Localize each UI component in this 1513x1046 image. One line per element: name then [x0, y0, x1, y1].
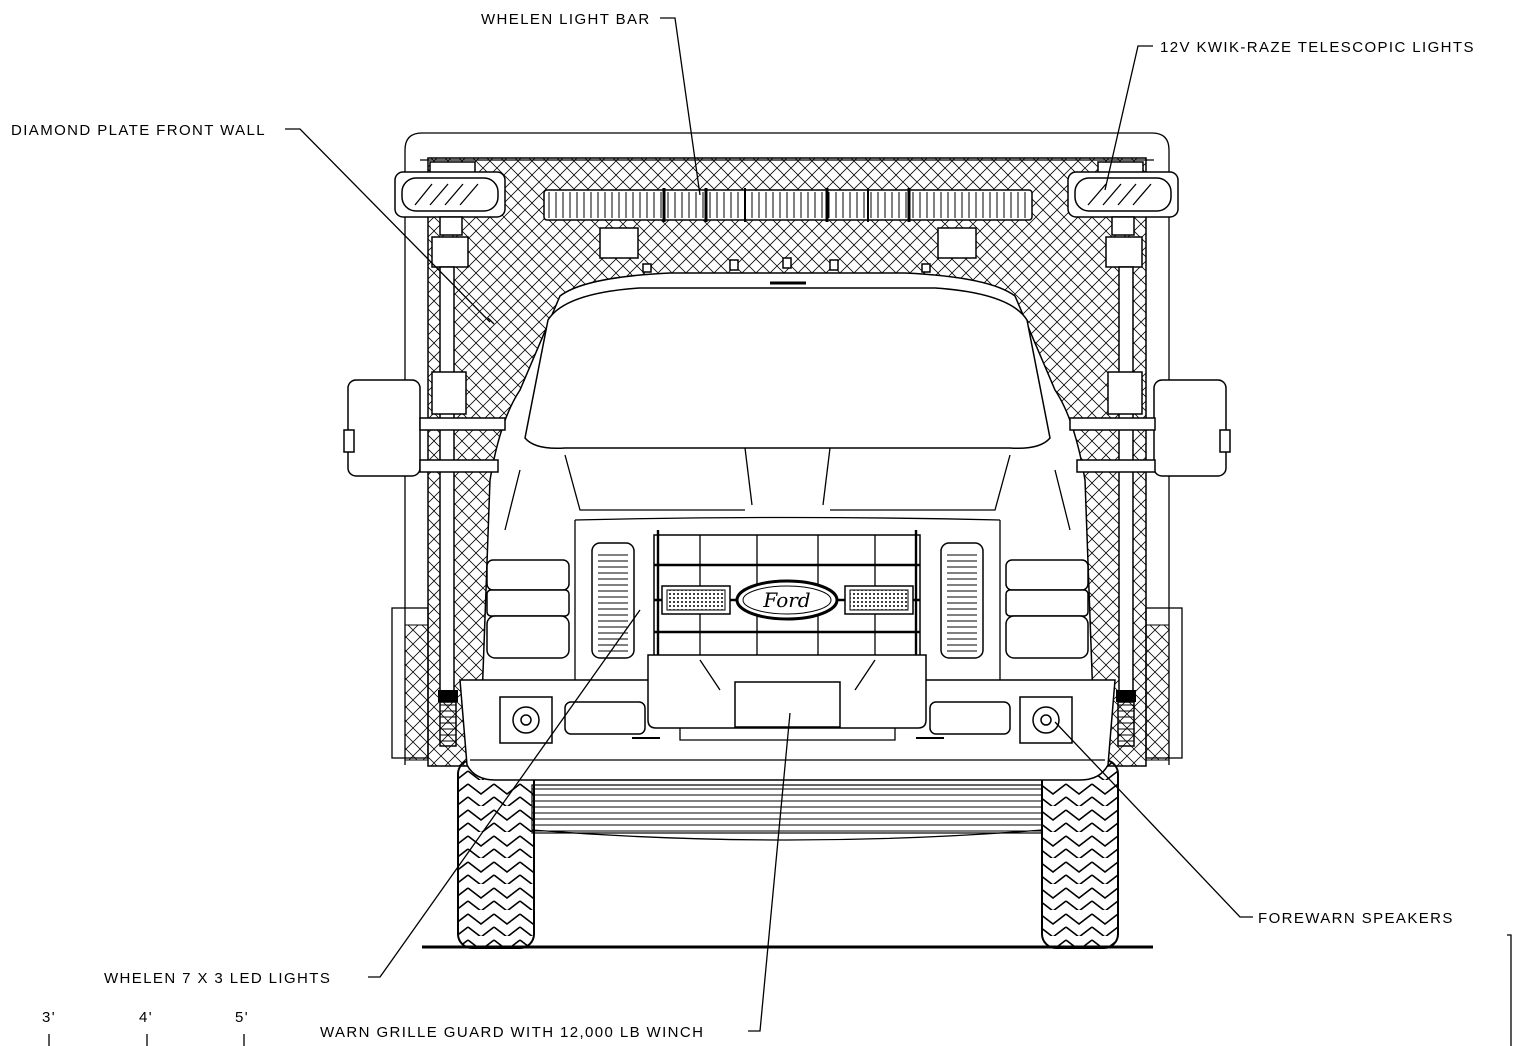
ford-logo: Ford: [735, 579, 839, 621]
label-telescopic-lights: 12V KWIK-RAZE TELESCOPIC LIGHTS: [1160, 39, 1475, 56]
headlight-left: [486, 559, 570, 659]
grille-vent-right: [940, 542, 984, 659]
callout-leaders: [285, 17, 1253, 1032]
winch: [632, 654, 944, 741]
scale-bar: 3' 4' 5': [42, 1009, 249, 1046]
whelen-led-light-right: [844, 585, 914, 615]
scale-tick-label: 3': [42, 1009, 56, 1026]
front-wheel-right: [1041, 759, 1119, 949]
ford-logo-text: Ford: [762, 588, 810, 612]
forewarn-speaker-left: [499, 696, 553, 744]
front-bumper: [459, 679, 1116, 781]
label-grille-guard-winch: WARN GRILLE GUARD WITH 12,000 LB WINCH: [320, 1024, 704, 1041]
scale-tick-label: 4': [139, 1009, 153, 1026]
telescopic-light-right: [1067, 161, 1179, 747]
label-diamond-plate-front-wall: DIAMOND PLATE FRONT WALL: [11, 122, 266, 139]
grille-vent-left: [591, 542, 635, 659]
label-whelen-light-bar: WHELEN LIGHT BAR: [481, 11, 651, 28]
scale-tick-label: 5': [235, 1009, 249, 1026]
undercarriage: [531, 784, 1043, 841]
headlight-right: [1005, 559, 1089, 659]
front-wheel-left: [457, 759, 535, 949]
side-mirror-right: [1069, 379, 1231, 477]
whelen-light-bar: [543, 188, 1033, 259]
title-block-edge: [1507, 934, 1512, 1046]
label-whelen-led-lights: WHELEN 7 X 3 LED LIGHTS: [104, 970, 331, 987]
side-mirror-left: [343, 379, 506, 477]
telescopic-light-left: [394, 161, 506, 747]
whelen-led-light-left: [661, 585, 731, 615]
forewarn-speaker-right: [1019, 696, 1073, 744]
label-forewarn-speakers: FOREWARN SPEAKERS: [1258, 910, 1454, 927]
